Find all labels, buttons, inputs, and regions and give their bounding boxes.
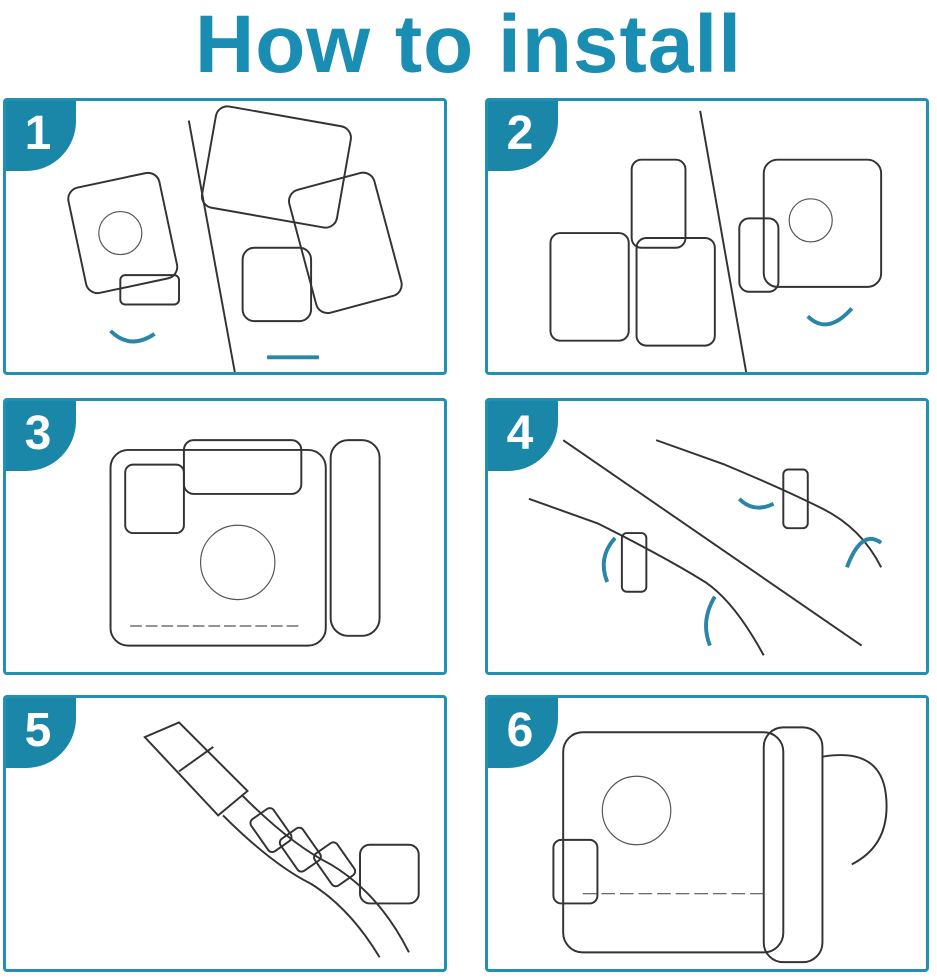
page-title: How to install: [195, 0, 742, 90]
step-1-illustration: [67, 105, 403, 372]
step-number-badge: 5: [6, 698, 76, 768]
step-4-illustration: [528, 439, 883, 656]
step-5-illustration: [143, 721, 420, 958]
step-1-panel: 1: [3, 98, 447, 375]
step-5-panel: 5: [3, 695, 447, 972]
step-3-panel: 3: [3, 398, 447, 675]
step-3-illustration: [109, 439, 381, 647]
step-6-panel: 6: [485, 695, 929, 972]
step-2-panel: 2: [485, 98, 929, 375]
step-2-illustration: [549, 110, 883, 372]
step-4-panel: 4: [485, 398, 929, 675]
step-6-illustration: [552, 726, 888, 964]
